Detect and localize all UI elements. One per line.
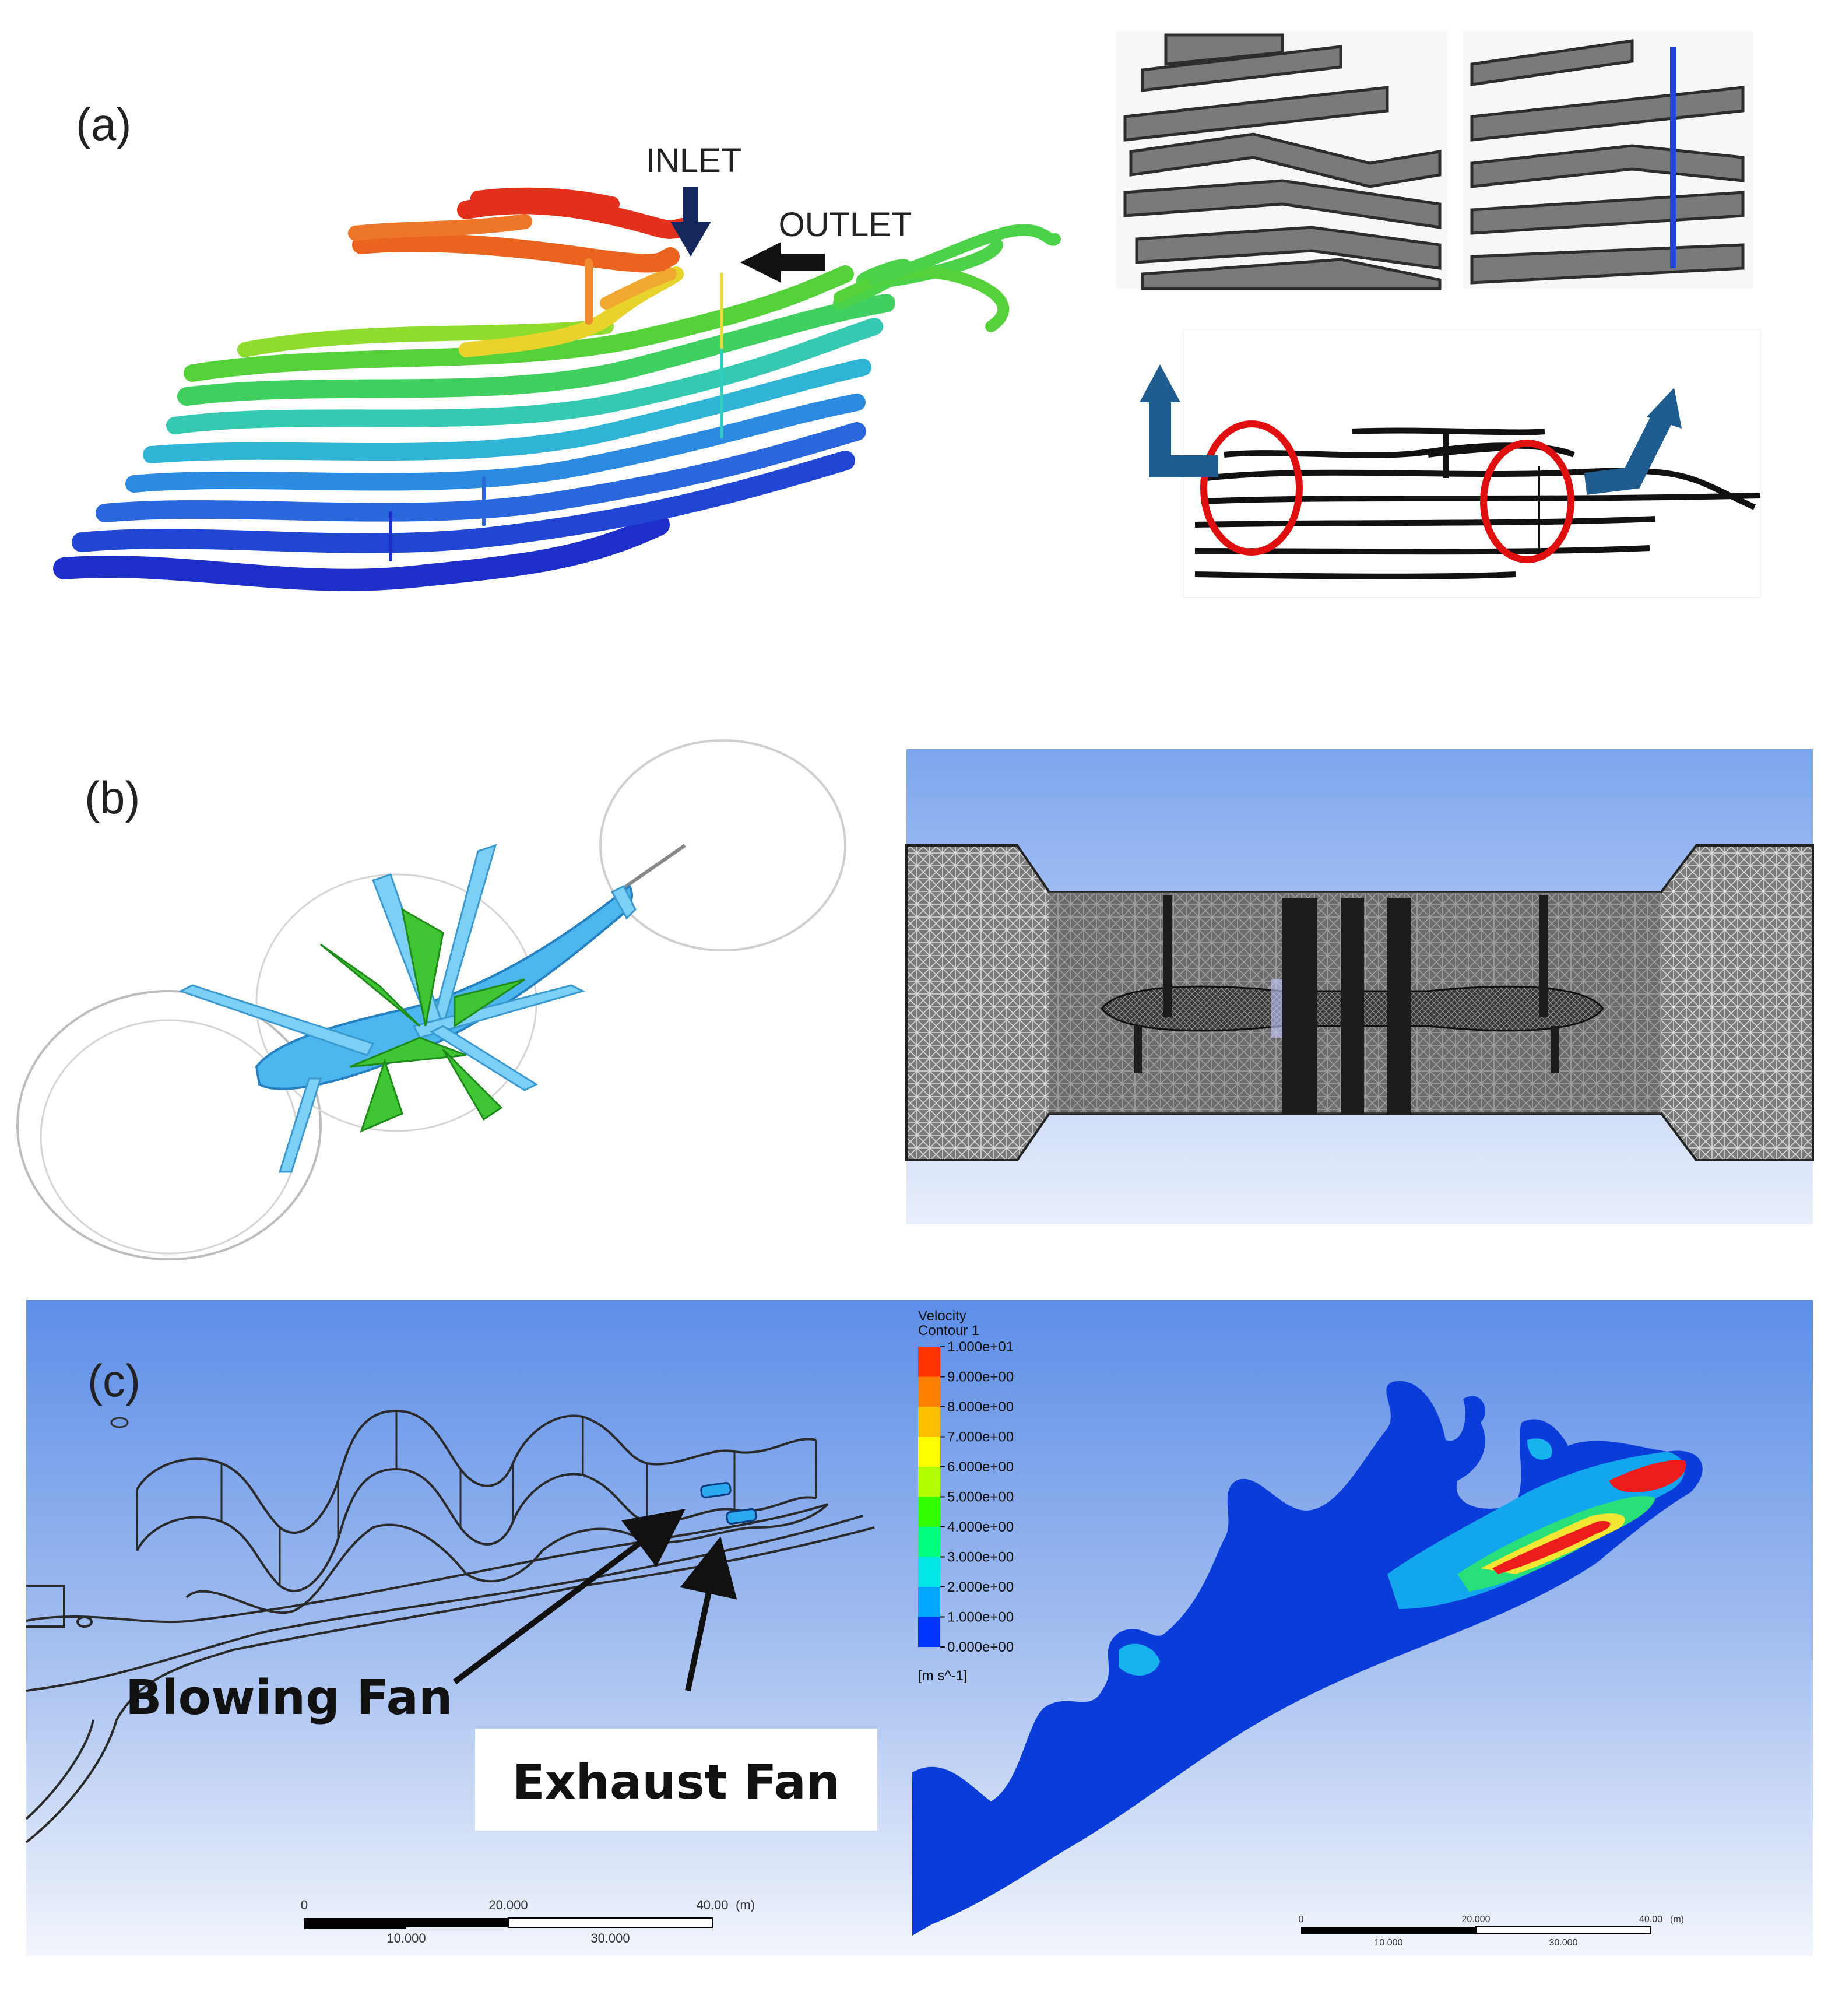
inlet-label: INLET — [646, 142, 741, 180]
exhaust-fan-pointer — [680, 1536, 737, 1692]
panel-b: (b) — [16, 739, 1814, 1260]
blue-flow-arrow-right — [1584, 388, 1682, 495]
svg-text:10.000: 10.000 — [386, 1931, 426, 1945]
velocity-legend: Velocity Contour 1 1.000e+01 9.000e+00 8.0… — [918, 1308, 1014, 1684]
legend-level-label-6: 4.000e+00 — [947, 1519, 1014, 1535]
svg-text:20.000: 20.000 — [488, 1898, 528, 1912]
legend-color-bar-7 — [918, 1557, 940, 1587]
scale-bar-right: 0 20.000 40.00 (m) 10.000 30.000 — [1299, 1915, 1684, 1948]
mesh-view — [905, 749, 1814, 1224]
red-circle-right — [1480, 440, 1574, 563]
velocity-contour — [912, 1381, 1703, 1936]
legend-level-label-3: 7.000e+00 — [947, 1430, 1014, 1445]
blowing-fan — [700, 1482, 732, 1498]
panel-c: (c) Blowing — [25, 1300, 1813, 1956]
exhaust-fan — [726, 1508, 757, 1525]
svg-text:Contour 1: Contour 1 — [918, 1323, 979, 1339]
legend-color-bar-3 — [918, 1437, 940, 1467]
outlet-label: OUTLET — [779, 206, 912, 244]
legend-level-label-1: 9.000e+00 — [947, 1369, 1014, 1385]
svg-text:30.000: 30.000 — [1549, 1938, 1578, 1948]
legend-level-label-0: 1.000e+01 — [947, 1339, 1014, 1355]
mine-network-3d — [53, 187, 1061, 591]
svg-text:0: 0 — [1299, 1915, 1304, 1924]
svg-text:20.000: 20.000 — [1462, 1915, 1491, 1924]
legend-level-label-8: 2.000e+00 — [947, 1579, 1014, 1595]
svg-text:0: 0 — [301, 1898, 308, 1912]
inlet-arrow — [670, 187, 711, 257]
legend-level-label-5: 5.000e+00 — [947, 1490, 1014, 1505]
legend-level-label-4: 6.000e+00 — [947, 1459, 1014, 1475]
legend-color-bar-5 — [918, 1497, 940, 1527]
blue-flow-arrow-left — [1140, 364, 1218, 477]
svg-text:30.000: 30.000 — [590, 1931, 630, 1945]
red-circle-left — [1200, 420, 1303, 556]
scale-bar-left: 0 20.000 40.00 (m) 10.000 30.000 — [301, 1898, 755, 1945]
blowing-fan-label: Blowing Fan — [125, 1670, 452, 1726]
fan-model-3d — [16, 739, 846, 1260]
legend-level-label-7: 3.000e+00 — [947, 1550, 1014, 1565]
legend-color-bar-8 — [918, 1587, 940, 1617]
legend-color-bar-6 — [918, 1527, 940, 1557]
svg-text:(m): (m) — [1670, 1915, 1684, 1924]
legend-color-bar-1 — [918, 1376, 940, 1407]
legend-level-label-9: 1.000e+00 — [947, 1610, 1014, 1625]
exhaust-fan-label: Exhaust Fan — [512, 1755, 840, 1810]
grey-closeup-right — [1463, 32, 1753, 289]
panel-a-label: (a) — [76, 99, 131, 150]
legend-color-bar-0 — [918, 1347, 940, 1377]
legend-level-label-10: 0.000e+00 — [947, 1639, 1014, 1655]
grey-closeup-left — [1116, 32, 1447, 290]
outlet-arrow — [740, 242, 825, 283]
panel-c-label: (c) — [87, 1355, 140, 1406]
wireframe-tunnel — [25, 1409, 875, 1843]
legend-color-bar-2 — [918, 1407, 940, 1437]
panel-b-label: (b) — [85, 772, 140, 823]
svg-text:40.00: 40.00 — [696, 1898, 728, 1912]
svg-text:40.00: 40.00 — [1639, 1915, 1662, 1924]
legend-color-bar-9 — [918, 1617, 940, 1647]
side-view — [1140, 329, 1761, 598]
legend-color-bar-4 — [918, 1467, 940, 1497]
legend-level-label-2: 8.000e+00 — [947, 1399, 1014, 1415]
panel-a: (a) — [53, 32, 1761, 598]
svg-text:Velocity: Velocity — [918, 1308, 966, 1324]
exhaust-fan-label-box — [475, 1729, 877, 1831]
svg-text:[m s^-1]: [m s^-1] — [918, 1668, 968, 1684]
svg-text:10.000: 10.000 — [1375, 1938, 1403, 1948]
blowing-fan-pointer — [453, 1509, 686, 1684]
svg-text:(m): (m) — [736, 1898, 755, 1912]
